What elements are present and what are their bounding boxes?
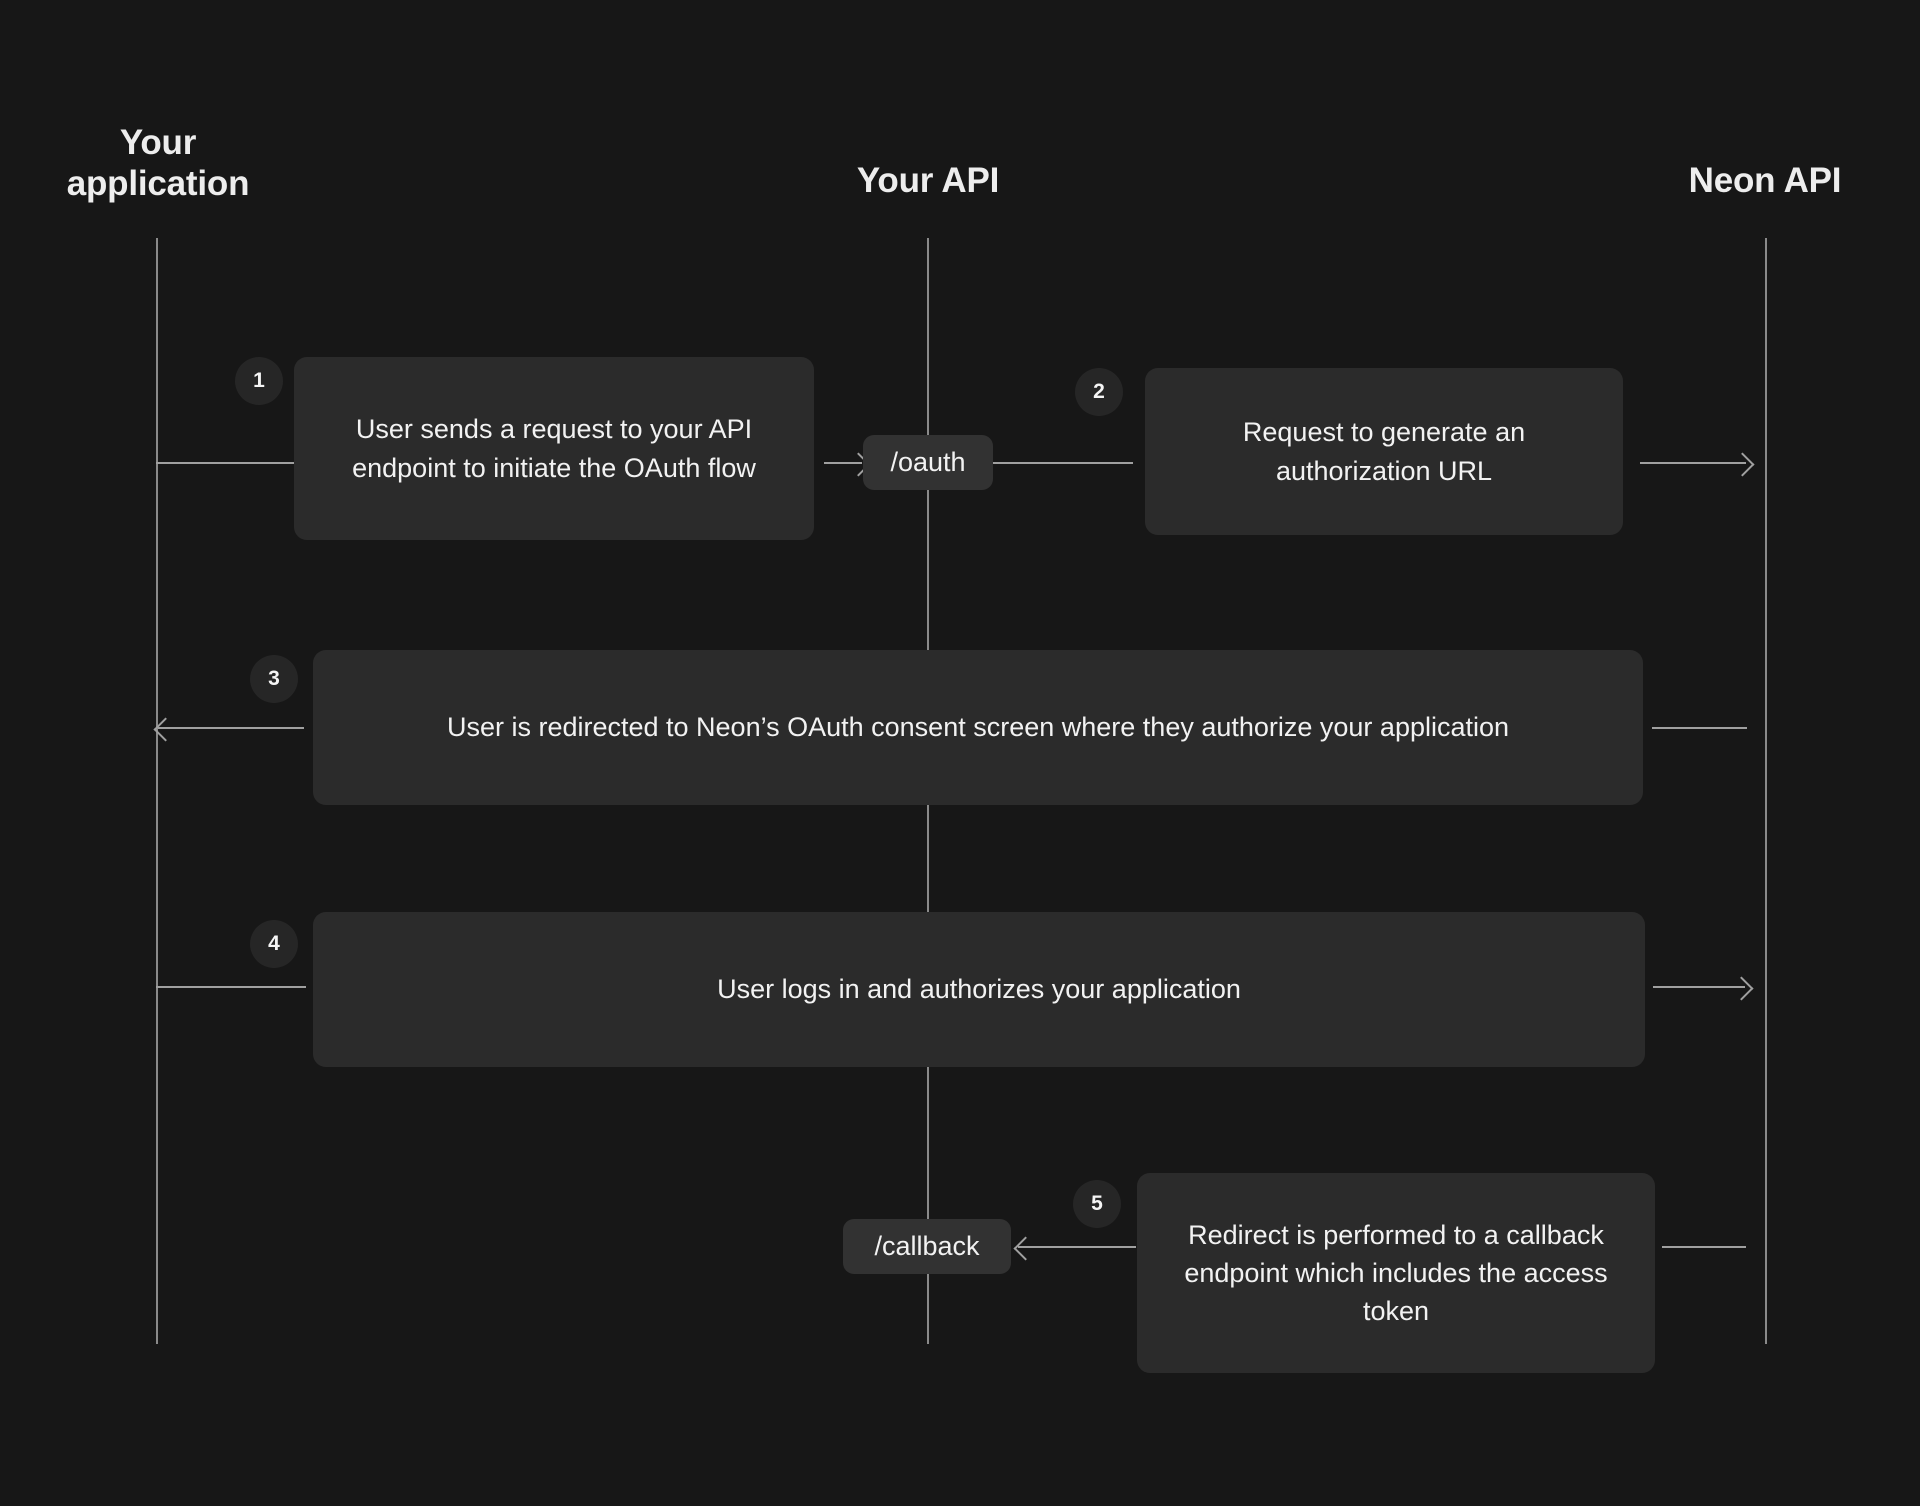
step-badge-5: 5: [1073, 1180, 1121, 1228]
connector-oauth-to-step-2: [993, 462, 1133, 464]
step-badge-3: 3: [250, 655, 298, 703]
step-box-1: User sends a request to your API endpoin…: [294, 357, 814, 540]
connector-step-5-right: [1662, 1246, 1746, 1248]
connector-step-1-to-oauth: [824, 462, 862, 464]
step-box-5: Redirect is performed to a callback endp…: [1137, 1173, 1655, 1373]
arrowhead-step-4-to-neon: [1729, 976, 1754, 1001]
arrowhead-step-2-to-neon: [1730, 452, 1755, 477]
step-box-4: User logs in and authorizes your applica…: [313, 912, 1645, 1067]
step-text-5: Redirect is performed to a callback endp…: [1184, 1219, 1608, 1327]
lane-title-your-api: Your API: [856, 161, 1000, 200]
lifeline-your-application: [156, 238, 158, 1344]
connector-step-4-left: [156, 986, 306, 988]
arrowhead-step-5-to-callback: [1013, 1236, 1038, 1261]
step-text-4: User logs in and authorizes your applica…: [717, 974, 1241, 1005]
connector-step-2-to-neon: [1640, 462, 1746, 464]
connector-step-3-left: [158, 727, 304, 729]
lane-title-your-application: Your application: [66, 123, 250, 204]
endpoint-pill-oauth[interactable]: /oauth: [863, 435, 993, 490]
step-text-2: Request to generate an authorization URL: [1242, 417, 1526, 486]
connector-step-1-left: [156, 462, 296, 464]
step-text-3: User is redirected to Neon’s OAuth conse…: [446, 712, 1510, 743]
step-box-3: User is redirected to Neon’s OAuth conse…: [313, 650, 1643, 805]
connector-step-4-to-neon: [1653, 986, 1745, 988]
step-text-1: User sends a request to your API endpoin…: [352, 414, 756, 483]
connector-step-5-to-callback: [1018, 1246, 1136, 1248]
lifeline-neon-api: [1765, 238, 1767, 1344]
step-badge-2: 2: [1075, 368, 1123, 416]
step-box-2: Request to generate an authorization URL: [1145, 368, 1623, 535]
lane-title-neon-api: Neon API: [1688, 161, 1842, 200]
connector-step-3-right: [1652, 727, 1747, 729]
step-badge-1: 1: [235, 357, 283, 405]
endpoint-pill-callback[interactable]: /callback: [843, 1219, 1011, 1274]
step-badge-4: 4: [250, 920, 298, 968]
